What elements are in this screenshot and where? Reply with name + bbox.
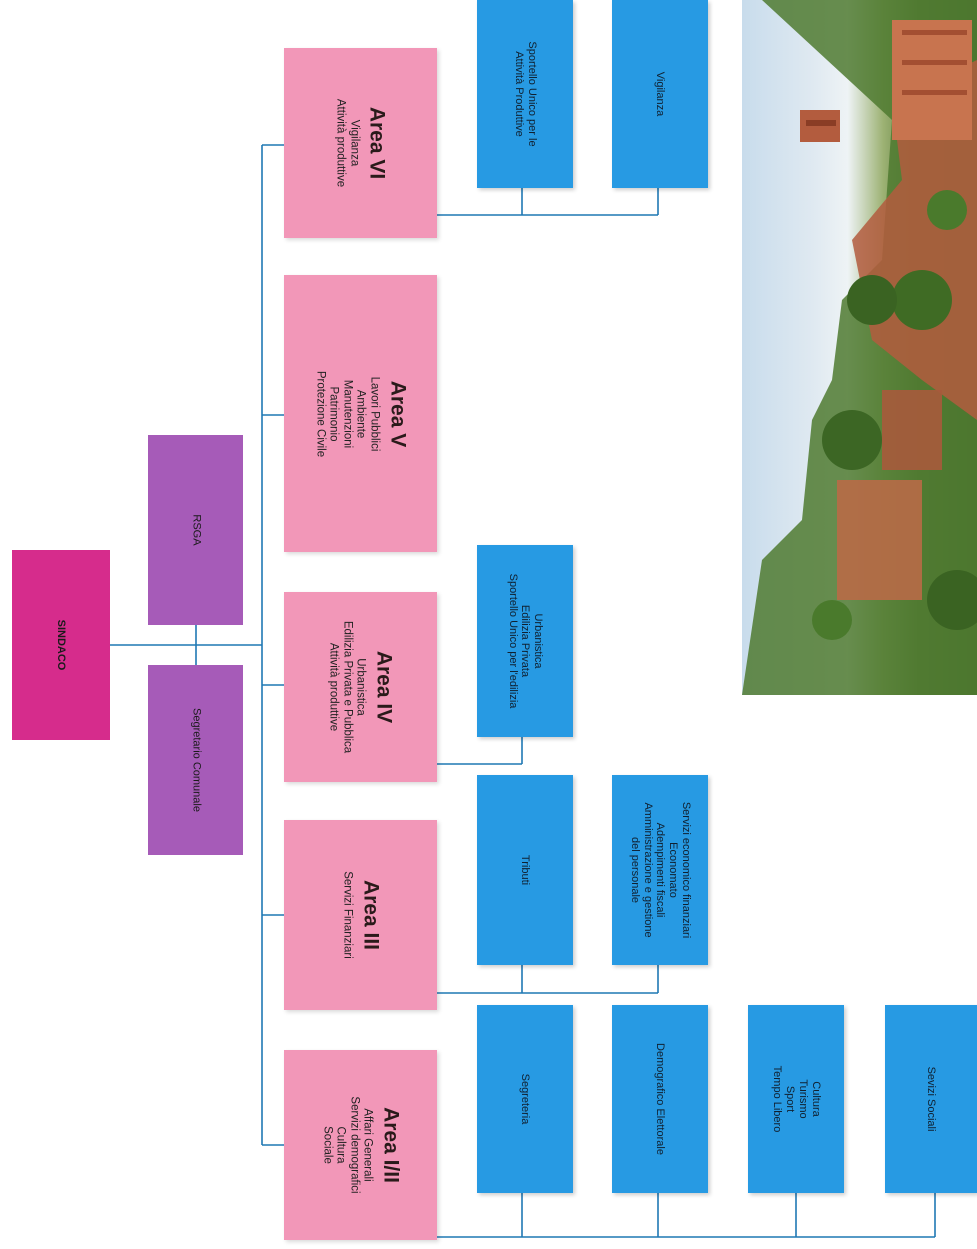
segretario-box: Segretario Comunale bbox=[148, 665, 243, 855]
service-line: Demografico Elettorale bbox=[654, 1043, 667, 1155]
segretario-label: Segretario Comunale bbox=[189, 708, 202, 812]
service-line: Sport bbox=[784, 1085, 796, 1113]
area-line: Edilizia Privata e Pubblica bbox=[340, 620, 353, 754]
service-line: Attività Produttive bbox=[513, 51, 525, 137]
area-line: Protezione Civile bbox=[313, 370, 326, 457]
area-line: Cultura bbox=[334, 1126, 347, 1164]
landscape-photo bbox=[742, 0, 977, 695]
service-line: Urbanistica bbox=[532, 613, 545, 669]
rsga-label: RSGA bbox=[189, 514, 202, 546]
area-line: Servizi demografici bbox=[347, 1096, 360, 1194]
area-title: Area I/II bbox=[379, 1107, 403, 1183]
area-line: Affari Generali bbox=[361, 1108, 374, 1182]
area-line: Ambiente bbox=[354, 389, 367, 438]
service-vigilanza: Vigilanza bbox=[612, 0, 708, 188]
service-economico: Servizi economico finanziari Economato A… bbox=[612, 775, 708, 965]
service-demografico: Demografico Elettorale bbox=[612, 1005, 708, 1193]
area-title: Area IV bbox=[372, 650, 396, 724]
area-title: Area V bbox=[385, 380, 409, 447]
service-line: del personale bbox=[628, 836, 641, 904]
area-line: Servizi Finanziari bbox=[340, 871, 353, 959]
area-line: Sociale bbox=[320, 1126, 333, 1164]
area-title: Area III bbox=[358, 879, 382, 951]
service-line: Segreteria bbox=[519, 1073, 532, 1125]
service-line: Vigilanza bbox=[654, 71, 667, 117]
service-line: Tempo Libero bbox=[771, 1065, 784, 1133]
service-cultura: Cultura Turismo Sport Tempo Libero bbox=[748, 1005, 844, 1193]
service-suap: Sportello Unico per le Attività Produtti… bbox=[477, 0, 573, 188]
service-segreteria: Segreteria bbox=[477, 1005, 573, 1193]
area-line: Patrimonio bbox=[327, 386, 340, 441]
area-line: Attività produttive bbox=[334, 98, 347, 188]
service-line: Sportello Unico per le bbox=[525, 41, 538, 147]
area-4-box: Area IV Urbanistica Edilizia Privata e P… bbox=[284, 592, 437, 782]
service-tributi: Tributi bbox=[477, 775, 573, 965]
service-line: Adempimenti fiscali bbox=[654, 822, 667, 918]
service-line: Tributi bbox=[519, 854, 532, 886]
area-line: Attività produttive bbox=[327, 642, 340, 732]
service-line: Turismo bbox=[796, 1079, 809, 1119]
service-urbanistica: Urbanistica Edilizia Privata Sportello U… bbox=[477, 545, 573, 737]
area-line: Lavori Pubblici bbox=[368, 376, 381, 451]
sindaco-box: SINDACO bbox=[12, 550, 110, 740]
village-illustration bbox=[742, 0, 977, 695]
service-line: Economato bbox=[667, 842, 680, 898]
area-3-box: Area III Servizi Finanziari bbox=[284, 820, 437, 1010]
service-line: Sevizi Sociali bbox=[925, 1066, 938, 1132]
area-5-box: Area V Lavori Pubblici Ambiente Manutenz… bbox=[284, 275, 437, 552]
sindaco-label: SINDACO bbox=[55, 619, 68, 671]
service-line: Servizi economico finanziari bbox=[680, 801, 693, 939]
rsga-box: RSGA bbox=[148, 435, 243, 625]
service-line: Edilizia Privata bbox=[519, 604, 532, 678]
area-title: Area VI bbox=[365, 106, 389, 180]
area-line: Manutenzioni bbox=[340, 379, 353, 448]
area-1-2-box: Area I/II Affari Generali Servizi demogr… bbox=[284, 1050, 437, 1240]
service-sociali: Sevizi Sociali bbox=[885, 1005, 977, 1193]
area-line: Urbanistica bbox=[354, 658, 367, 716]
service-line: Cultura bbox=[809, 1081, 822, 1117]
service-line: Amministrazione e gestione bbox=[641, 802, 654, 938]
area-6-box: Area VI Vigilanza Attività produttive bbox=[284, 48, 437, 238]
service-line: Sportello Unico per l'edilizia bbox=[506, 573, 519, 709]
area-line: Vigilanza bbox=[347, 119, 360, 167]
